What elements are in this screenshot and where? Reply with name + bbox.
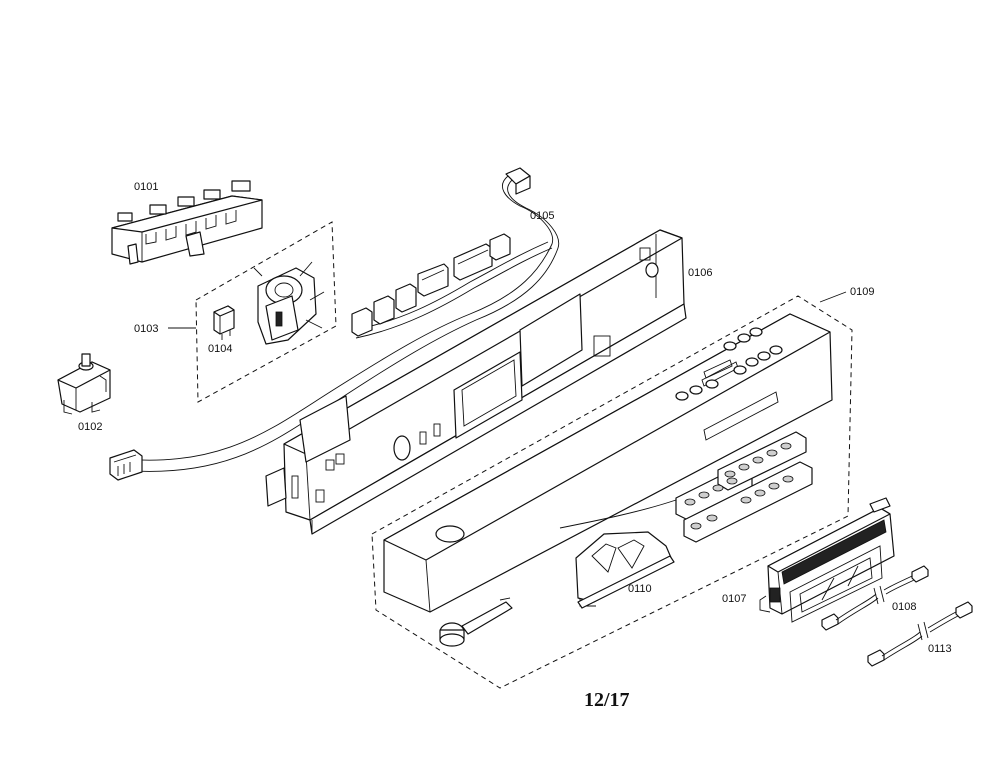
callout-0108: 0108: [892, 601, 916, 613]
part-0102-switch: [57, 353, 111, 415]
callout-0110: 0110: [628, 583, 652, 595]
callout-0104: 0104: [208, 343, 232, 355]
callout-0105: 0105: [530, 210, 554, 222]
part-0107-display-module: [759, 497, 895, 623]
part-0105-cable-harness: [109, 167, 560, 481]
page-number: 12/17: [584, 689, 630, 711]
part-0108-cable: [821, 565, 929, 631]
leader-lines: [168, 291, 847, 329]
callout-0113: 0113: [928, 643, 952, 655]
part-0106-panel-frame: [265, 229, 687, 535]
callout-0109: 0109: [850, 286, 874, 298]
part-0101-electronic-module: [111, 180, 263, 265]
part-lever-knob: [439, 597, 513, 647]
callout-0107: 0107: [722, 593, 746, 605]
part-button-strips: [675, 431, 813, 543]
group-0103-outline: [195, 221, 337, 403]
part-0113-cable: [867, 601, 973, 667]
part-0104-relay: [213, 305, 235, 340]
part-0103-valve-assembly: [253, 261, 325, 345]
callout-0101: 0101: [134, 181, 158, 193]
part-0109-fascia: [383, 313, 833, 613]
part-0110-handle: [575, 531, 675, 609]
group-0109-outline: [371, 295, 853, 689]
callout-0106: 0106: [688, 267, 712, 279]
callout-0102: 0102: [78, 421, 102, 433]
callout-labels: 0101 0102 0103 0104 0105 0106 0107 0108 …: [78, 181, 952, 655]
callout-0103: 0103: [134, 323, 158, 335]
